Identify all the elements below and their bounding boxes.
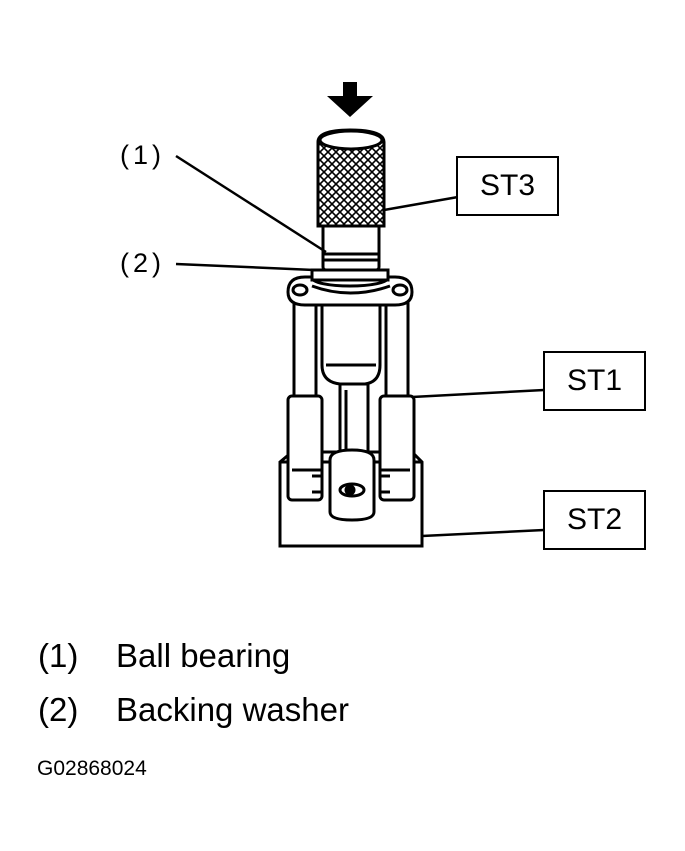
down-arrow-icon bbox=[327, 82, 373, 117]
st1-label: ST1 bbox=[543, 351, 646, 411]
callout-1: (1) bbox=[120, 140, 165, 170]
st2-label: ST2 bbox=[543, 490, 646, 550]
leader-lines bbox=[175, 154, 545, 538]
ball-bearing bbox=[321, 250, 381, 272]
backing-washer bbox=[310, 268, 390, 288]
legend-item-backing-washer: (2) Backing washer bbox=[38, 691, 349, 729]
st3-installer bbox=[316, 128, 386, 256]
legend-label: Backing washer bbox=[116, 691, 349, 728]
legend-item-ball-bearing: (1) Ball bearing bbox=[38, 637, 290, 675]
legend-number: (2) bbox=[38, 691, 79, 728]
legend-label: Ball bearing bbox=[116, 637, 291, 674]
st3-label: ST3 bbox=[456, 156, 559, 216]
legend-number: (1) bbox=[38, 637, 79, 674]
callout-2: (2) bbox=[120, 248, 165, 278]
st1-center-body bbox=[320, 302, 382, 522]
press-tool-illustration bbox=[175, 82, 545, 548]
figure-id: G02868024 bbox=[37, 757, 147, 780]
